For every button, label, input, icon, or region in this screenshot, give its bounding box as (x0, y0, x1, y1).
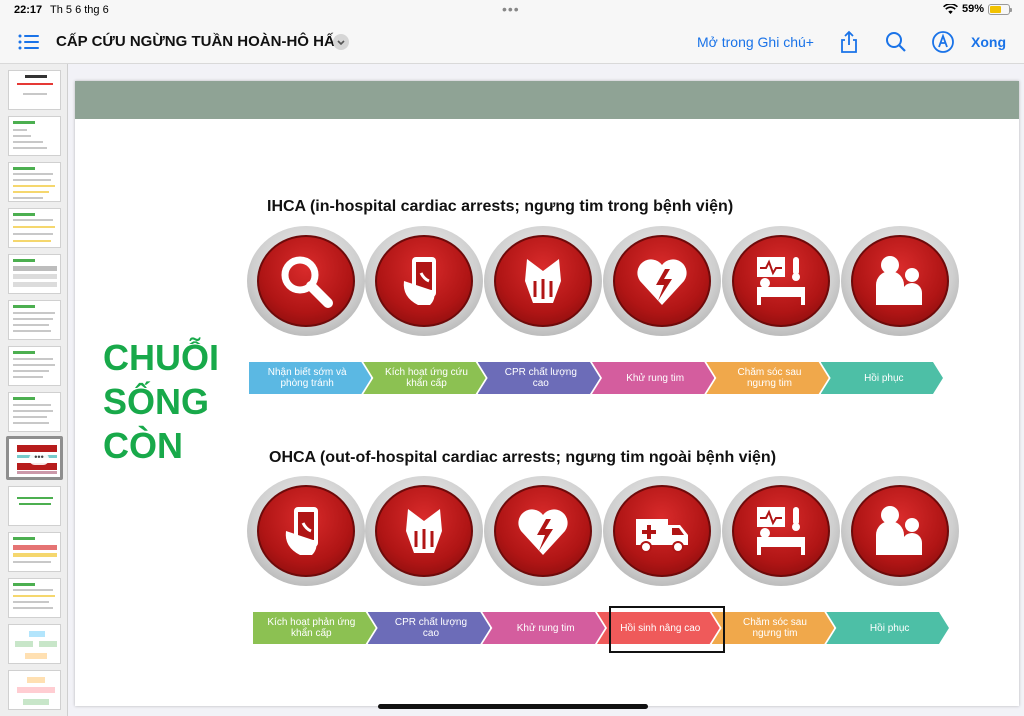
battery-percent: 59% (961, 3, 984, 15)
chain-title-line: CÒN (103, 425, 183, 466)
ihca-step-circle (603, 226, 721, 336)
chain-of-survival-title: CHUỖI SỐNG CÒN (103, 336, 219, 468)
page-thumbnail[interactable] (8, 70, 61, 110)
battery-icon (988, 3, 1012, 15)
ohca-step-circle (603, 476, 721, 586)
ihca-step-circle (841, 226, 959, 336)
step-arrow: Chăm sóc sau ngưng tim (706, 362, 828, 394)
page-thumbnail[interactable] (8, 116, 61, 156)
highlight-box (609, 606, 725, 653)
recovery-people-icon (876, 506, 922, 555)
open-in-notes-button[interactable]: Mở trong Ghi chú+ (697, 34, 814, 50)
step-arrow: CPR chất lượng cao (478, 362, 600, 394)
document-title[interactable]: CẤP CỨU NGỪNG TUẦN HOÀN-HÔ HẤP (56, 33, 345, 50)
status-date: Th 5 6 thg 6 (50, 4, 109, 16)
ohca-icon-row (247, 476, 967, 586)
ihca-step-circle (365, 226, 483, 336)
page-thumbnail[interactable] (8, 532, 61, 572)
list-icon[interactable] (18, 32, 40, 52)
page-thumbnail[interactable] (8, 670, 61, 710)
ihca-icon-row (247, 226, 967, 336)
chain-title-line: CHUỖI (103, 337, 219, 378)
defibrillator-heart-icon (518, 509, 568, 555)
page-thumbnail[interactable] (8, 578, 61, 618)
step-arrow: Nhận biết sớm và phòng tránh (249, 362, 371, 394)
ohca-step-circle (722, 476, 840, 586)
share-icon[interactable] (837, 30, 861, 54)
patient-monitor-bed-icon (757, 507, 805, 555)
ihca-step-circle (722, 226, 840, 336)
step-arrow: Kích hoạt ứng cứu khẩn cấp (363, 362, 485, 394)
defibrillator-heart-icon (637, 259, 687, 305)
ihca-step-circle (247, 226, 365, 336)
ohca-heading: OHCA (out-of-hospital cardiac arrests; n… (269, 449, 777, 466)
page-thumbnail[interactable] (8, 208, 61, 248)
page-thumbnail[interactable] (8, 346, 61, 386)
slide-page: CHUỖI SỐNG CÒN IHCA (in-hospital cardiac… (75, 81, 1019, 706)
wifi-icon (943, 3, 958, 14)
ihca-heading: IHCA (in-hospital cardiac arrests; ngưng… (267, 198, 734, 215)
chevron-down-icon[interactable] (333, 34, 349, 50)
page-thumbnail[interactable] (8, 392, 61, 432)
thumbnail-more-icon[interactable]: ••• (29, 453, 49, 465)
page-thumbnail[interactable] (8, 162, 61, 202)
chain-title-line: SỐNG (103, 381, 210, 422)
step-arrow: Chăm sóc sau ngưng tim (712, 612, 835, 644)
cpr-hands-icon (406, 509, 442, 553)
page-thumbnail[interactable] (8, 624, 61, 664)
magnifier-icon (281, 256, 333, 308)
step-arrow: Hồi phục (821, 362, 943, 394)
ohca-step-circle (247, 476, 365, 586)
page-thumbnail[interactable] (8, 254, 61, 294)
status-time: 22:17 (14, 4, 43, 16)
step-arrow: Hồi sinh nâng cao (597, 612, 720, 644)
status-bar: 22:17 Th 5 6 thg 6 ••• 59% (0, 0, 1024, 22)
page-thumbnail-selected[interactable]: ••• (6, 436, 63, 480)
ihca-step-circle (484, 226, 602, 336)
step-arrow: Khử rung tim (482, 612, 605, 644)
phone-hand-icon (403, 257, 436, 305)
status-right: 59% (943, 3, 1012, 15)
step-arrow: CPR chất lượng cao (368, 612, 491, 644)
phone-hand-icon (285, 507, 318, 555)
page-thumbnail[interactable] (8, 300, 61, 340)
toolbar: CẤP CỨU NGỪNG TUẦN HOÀN-HÔ HẤP Mở trong … (0, 22, 1024, 64)
ohca-step-circle (841, 476, 959, 586)
ohca-step-circle (365, 476, 483, 586)
recovery-people-icon (876, 256, 922, 305)
search-icon[interactable] (884, 30, 908, 54)
ohca-step-circle (484, 476, 602, 586)
done-button[interactable]: Xong (971, 34, 1006, 50)
step-arrow: Khử rung tim (592, 362, 714, 394)
multitasking-dots-icon[interactable]: ••• (502, 1, 520, 17)
thumbnail-sidebar: ••• (0, 64, 68, 716)
ambulance-icon (636, 519, 688, 553)
battery-fill (990, 5, 1001, 13)
home-indicator[interactable] (378, 704, 648, 709)
page-thumbnail[interactable] (8, 486, 61, 526)
patient-monitor-bed-icon (757, 257, 805, 305)
step-arrow: Kích hoạt phản ứng khẩn cấp (253, 612, 376, 644)
step-arrow: Hồi phục (826, 612, 949, 644)
markup-icon[interactable] (931, 30, 955, 54)
slide-header-band (75, 81, 1019, 119)
cpr-hands-icon (525, 259, 561, 303)
